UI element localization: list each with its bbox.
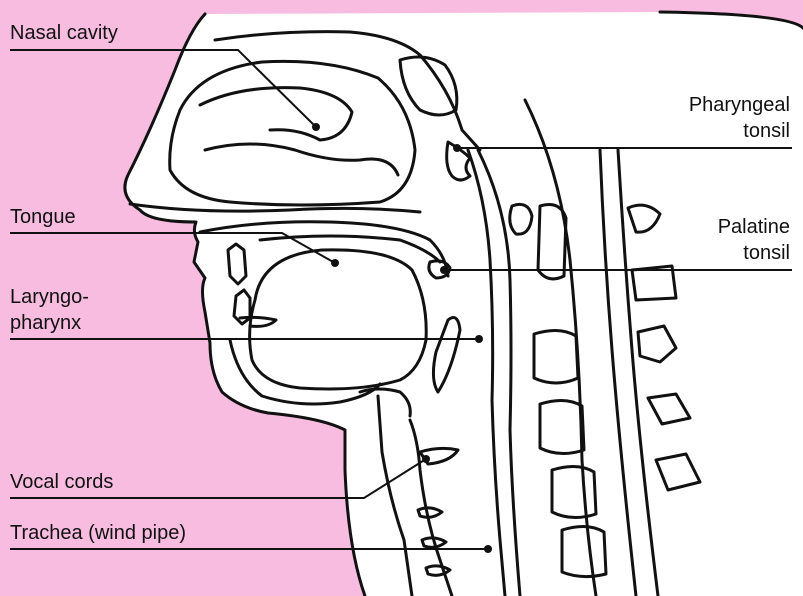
label-nasal-cavity: Nasal cavity [10, 22, 118, 45]
label-pharyngeal-tonsil-line2: tonsil [743, 120, 790, 143]
pointer-dot-tongue [331, 259, 339, 267]
pointer-dot-vocal-cords [422, 455, 430, 463]
label-palatine-tonsil-line2: tonsil [743, 242, 790, 265]
pointer-dot-laryngopharynx [475, 335, 483, 343]
label-trachea: Trachea (wind pipe) [10, 522, 186, 545]
label-laryngopharynx-line1: Laryngo- [10, 286, 89, 309]
label-palatine-tonsil-line1: Palatine [718, 216, 790, 239]
pointer-dot-palatine-tonsil [440, 266, 448, 274]
pointer-dot-nasal-cavity [312, 123, 320, 131]
label-pharyngeal-tonsil-line1: Pharyngeal [689, 94, 790, 117]
pointer-dot-trachea [484, 545, 492, 553]
label-laryngopharynx-line2: pharynx [10, 312, 81, 335]
label-tongue: Tongue [10, 206, 76, 229]
label-vocal-cords: Vocal cords [10, 471, 113, 494]
pointer-dot-pharyngeal-tonsil [453, 144, 461, 152]
